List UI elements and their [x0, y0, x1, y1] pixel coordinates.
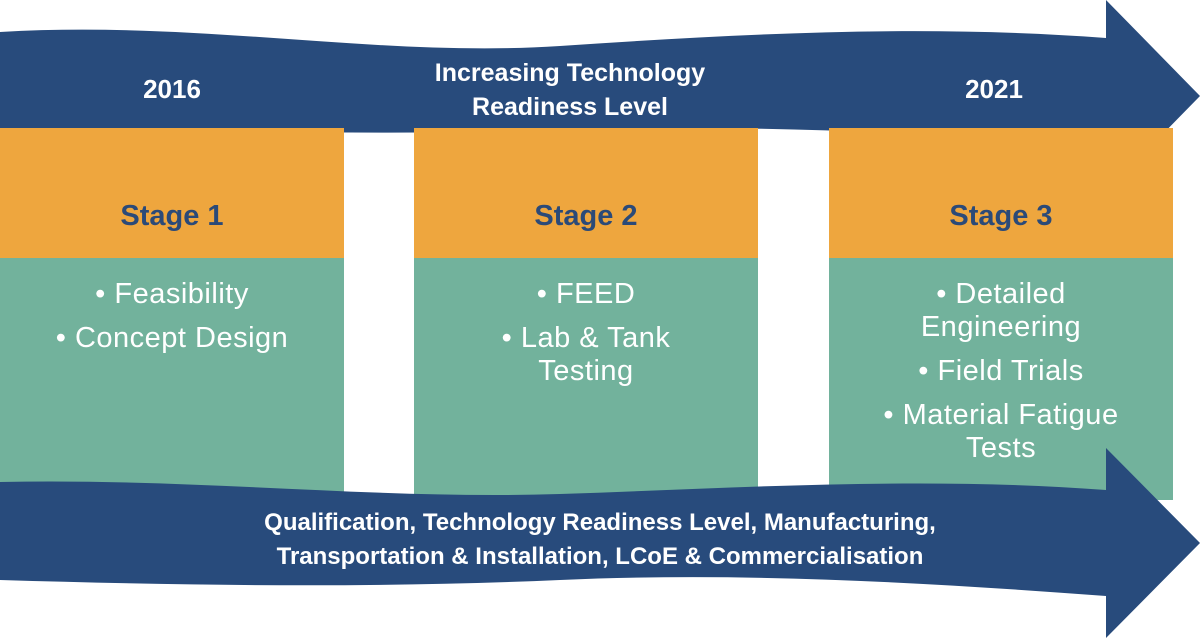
stage-1-title: Stage 1	[120, 200, 224, 232]
list-item: FEED	[474, 278, 698, 311]
list-item: Detailed Engineering	[857, 278, 1145, 344]
stage-1-header: Stage 1	[0, 128, 344, 258]
year-end-label: 2021	[965, 74, 1023, 104]
stage-1-list: Feasibility Concept Design	[0, 258, 344, 355]
list-item: Lab & Tank Testing	[474, 322, 698, 388]
stage-2-body: FEED Lab & Tank Testing	[414, 258, 758, 500]
stage-1-body: Feasibility Concept Design	[0, 258, 344, 500]
bottom-band-line-2: Transportation & Installation, LCoE & Co…	[276, 543, 924, 570]
stage-2-column: Stage 2 FEED Lab & Tank Testing	[414, 128, 758, 500]
top-band-title-line-2: Readiness Level	[472, 93, 668, 121]
stage-2-title: Stage 2	[534, 200, 638, 232]
list-item: Concept Design	[12, 322, 332, 355]
stage-3-title: Stage 3	[949, 200, 1053, 232]
stage-2-list: FEED Lab & Tank Testing	[414, 258, 758, 388]
top-band-title-line-1: Increasing Technology	[434, 59, 706, 87]
top-band-title: Increasing Technology Readiness Level	[380, 56, 760, 124]
list-item: Material Fatigue Tests	[857, 399, 1145, 465]
list-item: Field Trials	[857, 355, 1145, 388]
bottom-arrow	[0, 448, 1200, 638]
top-arrow	[0, 0, 1200, 192]
stage-1-column: Stage 1 Feasibility Concept Design	[0, 128, 344, 500]
stage-3-header: Stage 3	[829, 128, 1173, 258]
stage-3-list: Detailed Engineering Field Trials Materi…	[829, 258, 1173, 465]
stage-2-header: Stage 2	[414, 128, 758, 258]
year-start-label: 2016	[143, 74, 201, 104]
bottom-band-text: Qualification, Technology Readiness Leve…	[150, 506, 1050, 574]
list-item: Feasibility	[12, 278, 332, 311]
bottom-band-line-1: Qualification, Technology Readiness Leve…	[264, 509, 936, 536]
